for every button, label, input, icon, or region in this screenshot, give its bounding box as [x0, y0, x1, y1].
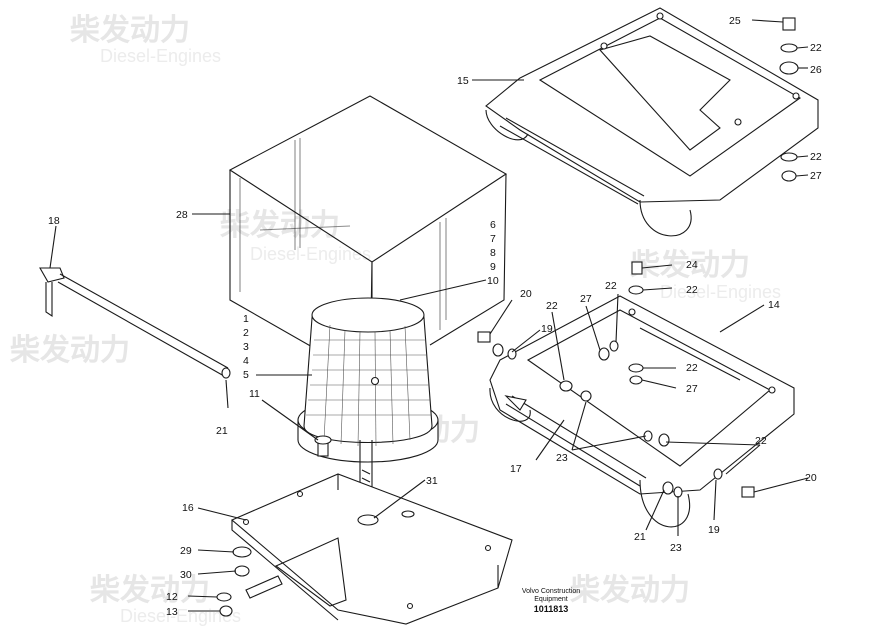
callout-19: 19 — [541, 323, 553, 335]
callout-7: 7 — [490, 233, 496, 245]
callout-27: 27 — [686, 383, 698, 395]
callout-26: 26 — [810, 64, 822, 76]
beacon-lamp — [297, 297, 439, 505]
callout-15: 15 — [457, 75, 469, 87]
watermark-cn: 柴发动力 — [10, 333, 130, 368]
callout-27: 27 — [810, 170, 822, 182]
callout-10: 10 — [487, 275, 499, 287]
callout-23: 23 — [556, 452, 568, 464]
callout-18: 18 — [48, 215, 60, 227]
callout-25: 25 — [729, 15, 741, 27]
fasteners — [216, 17, 799, 617]
callout-21: 21 — [216, 425, 228, 437]
callout-20: 20 — [805, 472, 817, 484]
base-plate-part-16 — [230, 473, 513, 625]
watermark-cn: 柴发动力 — [630, 248, 750, 283]
callout-22: 22 — [686, 362, 698, 374]
watermark-cn: 柴发动力 — [70, 13, 190, 48]
leader-lines — [49, 19, 809, 612]
callout-5: 5 — [243, 369, 249, 381]
callout-3: 3 — [243, 341, 249, 353]
callout-13: 13 — [166, 606, 178, 618]
callout-19: 19 — [708, 524, 720, 536]
lower-bracket-part-14 — [489, 295, 795, 528]
callout-17: 17 — [510, 463, 522, 475]
callout-22: 22 — [546, 300, 558, 312]
callout-9: 9 — [490, 261, 496, 273]
watermark-cn: 柴发动力 — [90, 573, 210, 608]
callout-2: 2 — [243, 327, 249, 339]
watermark-cn: 柴发动力 — [570, 573, 690, 608]
callout-labels: 25 22 26 15 22 27 28 18 6 7 8 9 10 24 22… — [48, 15, 822, 618]
callout-4: 4 — [243, 355, 249, 367]
callout-1: 1 — [243, 313, 249, 325]
rod-part-18 — [39, 267, 231, 379]
callout-30: 30 — [180, 569, 192, 581]
callout-21: 21 — [634, 531, 646, 543]
callout-11: 11 — [249, 388, 260, 400]
callout-20: 20 — [520, 288, 532, 300]
drawing-caption: Volvo Construction Equipment 1011813 — [505, 588, 597, 615]
callout-29: 29 — [180, 545, 192, 557]
upper-bracket-part-15 — [485, 7, 819, 237]
callout-22: 22 — [810, 42, 822, 54]
callout-27: 27 — [580, 293, 592, 305]
callout-22: 22 — [605, 280, 617, 292]
callout-12: 12 — [166, 591, 178, 603]
callout-28: 28 — [176, 209, 188, 221]
watermark-en: Diesel-Engines — [100, 46, 221, 66]
callout-22: 22 — [755, 435, 767, 447]
watermark-en: Diesel-Engines — [660, 282, 781, 302]
drawing-number: 1011813 — [533, 604, 569, 614]
callout-24: 24 — [686, 259, 698, 271]
caption-company: Volvo Construction — [521, 588, 581, 595]
callout-14: 14 — [768, 299, 780, 311]
callout-16: 16 — [182, 502, 194, 514]
watermark-en: Diesel-Engines — [250, 244, 371, 264]
callout-8: 8 — [490, 247, 496, 259]
callout-31: 31 — [426, 475, 438, 487]
callout-22: 22 — [686, 284, 698, 296]
caption-division: Equipment — [534, 596, 568, 603]
callout-6: 6 — [490, 219, 496, 231]
callout-23: 23 — [670, 542, 682, 554]
callout-22: 22 — [810, 151, 822, 163]
watermark-cn: 柴发动力 — [220, 208, 340, 243]
